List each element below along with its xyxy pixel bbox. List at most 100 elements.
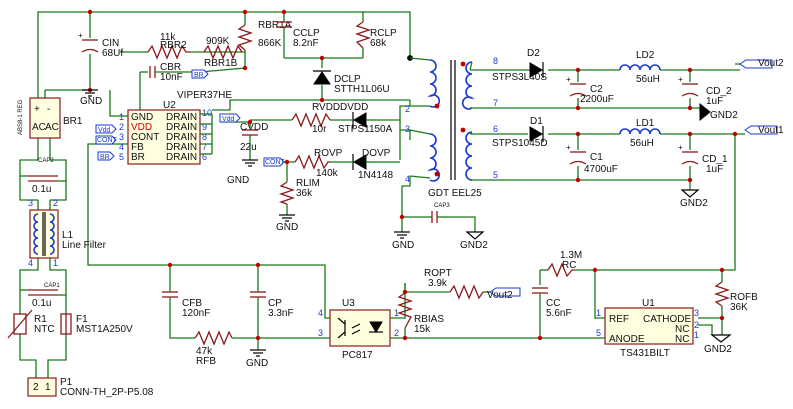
svg-text:Vdd: Vdd <box>222 116 235 123</box>
svg-text:Vdd: Vdd <box>98 127 111 134</box>
svg-text:CONT: CONT <box>131 132 159 143</box>
cc-ref: CC <box>546 298 560 309</box>
cd2-value: 1uF <box>706 96 723 107</box>
net-tag-br-right: BR <box>191 69 209 79</box>
resistor-rvdd: RVDD 10r <box>291 102 340 135</box>
capacitor-cd2: + CD_2 1uF <box>678 74 732 107</box>
xfmr-pin-3: 3 <box>405 124 410 134</box>
svg-text:+: + <box>678 74 683 84</box>
svg-text:GND: GND <box>227 175 249 186</box>
line-filter-l1: 3 2 4 1 L1 Line Filter <box>28 198 107 268</box>
u2-part: VIPER37HE <box>177 90 232 101</box>
cbr-value: 10nF <box>160 72 183 83</box>
net-tag-vout2-top: Vout2 <box>735 58 784 69</box>
svg-text:GND: GND <box>80 96 102 107</box>
capacitor-cbr: CBR 10nF <box>149 62 190 83</box>
diode-d2: D2 STPS3L40S <box>492 48 547 83</box>
svg-text:+: + <box>78 30 83 40</box>
d2-value: STPS3L40S <box>492 72 547 83</box>
l1-pin-2: 2 <box>53 198 58 208</box>
svg-text:VDD: VDD <box>131 122 152 133</box>
svg-text:+: + <box>678 142 683 152</box>
dvdd-value: STPS1150A <box>338 124 393 135</box>
svg-text:Vout1: Vout1 <box>758 125 784 136</box>
f1-value: MST1A250V <box>76 324 133 335</box>
svg-text:BR: BR <box>194 72 204 79</box>
net-tag-vdd-right: Vdd <box>219 113 241 123</box>
cvdd-value: 22u <box>240 142 257 153</box>
ld2-value: 56uH <box>636 74 660 85</box>
capacitor-cin: + CIN 68Uf <box>78 30 123 59</box>
transformer-gdt: 2 3 4 8 7 6 5 GDT EEL25 <box>405 55 498 199</box>
svg-text:10: 10 <box>202 108 212 118</box>
rlim-value: 36k <box>296 188 313 199</box>
u3-ref: U3 <box>342 298 355 309</box>
cd1-value: 1uF <box>706 164 723 175</box>
svg-text:+: + <box>566 142 571 152</box>
svg-text:NC: NC <box>675 324 689 335</box>
l1-pin-4: 4 <box>28 258 33 268</box>
ld2-ref: LD2 <box>636 50 655 61</box>
gnd-symbol-cin: GND <box>80 89 102 107</box>
u3-pin-2: 2 <box>394 328 399 338</box>
rclp-ref: RCLP <box>370 28 397 39</box>
diode-dvdd: DVDD STPS1150A <box>338 102 393 135</box>
svg-text:BR: BR <box>131 152 145 163</box>
inductor-ld2: LD2 56uH <box>619 50 661 85</box>
br1-minus-pin: - <box>47 104 50 115</box>
u3-pin-3: 3 <box>318 328 323 338</box>
connector-p1: 2 1 P1 CONN-TH_2P-P5.08 <box>27 377 154 398</box>
rlim-ref: RLIM <box>296 178 320 189</box>
svg-text:Vout2: Vout2 <box>758 58 784 69</box>
l1-pin-3: 3 <box>28 198 33 208</box>
xfmr-pin-4: 4 <box>405 174 410 184</box>
dovp-value: 1N4148 <box>358 170 393 181</box>
capacitor-cclp: CCLP 8.2nF <box>276 21 320 49</box>
gnd2-symbol-mid: GND2 <box>680 189 708 209</box>
cd1-ref: CD_1 <box>702 154 728 165</box>
svg-text:CONT: CONT <box>97 137 118 144</box>
rc-value: 1.3M <box>560 250 582 261</box>
resistor-rbr1b: 909K RBR1B <box>203 36 243 69</box>
svg-text:CONT: CONT <box>265 159 286 166</box>
svg-text:DRAIN: DRAIN <box>166 152 197 163</box>
svg-text:4: 4 <box>119 142 124 152</box>
p1-ref: P1 <box>60 377 73 388</box>
inductor-ld1: LD1 56uH <box>619 118 661 149</box>
cap1-ref: CAP1 <box>44 283 60 289</box>
capacitor-c2: + C2 2200uF <box>566 74 614 105</box>
resistor-rc: 1.3M RC <box>547 250 582 278</box>
p1-pin-2: 2 <box>33 382 39 393</box>
rofb-value: 36K <box>730 302 748 313</box>
l1-ref: L1 <box>62 230 74 241</box>
r1-ref: R1 <box>34 314 47 325</box>
xfmr-pin-5: 5 <box>493 170 498 180</box>
resistor-rbr1a: RBR1A 866K <box>236 20 292 51</box>
gnd2-symbol-bottom: GND2 <box>704 334 732 355</box>
capacitor-cap2: CAP2 0.1u <box>20 158 66 195</box>
svg-text:CATHODE: CATHODE <box>643 314 691 325</box>
svg-text:1: 1 <box>119 112 124 122</box>
rofb-ref: ROFB <box>730 292 758 303</box>
cin-value: 68Uf <box>102 48 123 59</box>
cap2-ref: CAP2 <box>38 158 54 164</box>
rovp-ref: ROVP <box>314 148 343 159</box>
u2-left-pins: 1 GND 2 VDD 3 CONT 4 FB 5 BR <box>119 112 159 163</box>
diode-d1: D1 STPS1045D <box>492 116 548 149</box>
svg-text:GND: GND <box>276 222 298 233</box>
svg-text:7: 7 <box>202 142 207 152</box>
f1-ref: F1 <box>76 314 88 325</box>
net-tag-vdd-left: Vdd <box>95 124 117 134</box>
svg-text:6: 6 <box>202 152 207 162</box>
ld1-value: 56uH <box>630 138 654 149</box>
rvdd-value: 10r <box>312 124 327 135</box>
br1-plus-pin: + <box>34 104 40 115</box>
optocoupler-u3: 4 3 1 2 U3 PC817 <box>318 298 399 361</box>
svg-text:GND2: GND2 <box>460 240 488 251</box>
resistor-rbr2: 11k RBR2 <box>147 32 190 60</box>
rbias-ref: RBIAS <box>414 314 444 325</box>
rbr1b-ref: RBR1B <box>204 58 238 69</box>
svg-text:FB: FB <box>131 142 144 153</box>
cd2-ref: CD_2 <box>706 86 732 97</box>
br1-ac1-pin: AC <box>32 122 46 133</box>
